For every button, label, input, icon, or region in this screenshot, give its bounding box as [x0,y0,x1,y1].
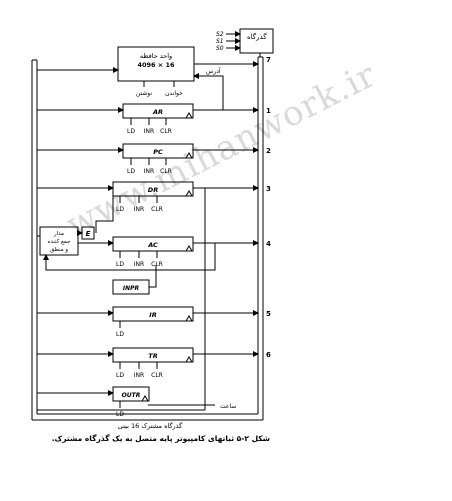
alu-line2: جمع کننده [48,238,71,245]
register-AR-clr: CLR [160,128,172,135]
register-TR-ld: LD [116,372,124,379]
register-INPR-name: INPR [123,285,140,292]
select-s2: S2 [216,31,224,38]
bus-number-DR: 3 [266,185,271,193]
select-s1: S1 [216,38,224,45]
alu-line1: مدار [53,231,64,237]
bus-number-PC: 2 [266,147,271,155]
bus-number-TR: 6 [266,351,271,359]
memory-size: 4096 × 16 [137,61,175,69]
bus-number-AC: 4 [266,240,271,248]
register-AC-clr: CLR [151,261,163,268]
register-DR-inr: INR [134,206,144,213]
memory-read: خواندن [165,90,183,97]
register-AR-name: AR [152,108,163,116]
bus-number-IR: 5 [266,310,271,318]
register-IR-name: IR [149,311,156,319]
register-AC-name: AC [147,241,158,249]
register-AR-inr: INR [144,128,154,135]
alu-line3: و منطق [50,247,68,253]
memory-address: آدرس [206,66,221,75]
clock-label: ساعت [220,403,236,410]
figure-caption: شکل ۲-۵ ثباتهای کامپیوتر پایه متصل به یک… [51,434,270,443]
register-PC-ld: LD [127,168,135,175]
register-TR-inr: INR [134,372,144,379]
bus-number-memory: 7 [266,56,271,64]
register-PC-inr: INR [144,168,154,175]
register-AC-ld: LD [116,261,124,268]
register-DR-clr: CLR [151,206,163,213]
register-DR-name: DR [148,186,158,194]
register-AC-inr: INR [134,261,144,268]
register-OUTR-name: OUTR [122,392,141,399]
memory-title: واحد حافظه [140,52,172,60]
register-TR-name: TR [148,352,157,360]
register-PC-name: PC [153,148,163,156]
register-OUTR-ld: LD [116,411,124,418]
alu-box [39,226,79,256]
bus-select-label: گذرگاه [247,32,267,41]
select-s0: S0 [216,45,224,52]
register-AC-box [112,236,194,252]
register-DR-ld: LD [116,206,124,213]
register-TR-clr: CLR [151,372,163,379]
memory-write: نوشتن [136,90,153,97]
e-flag-label: E [86,230,91,238]
register-IR-ld: LD [116,331,124,338]
register-AR-ld: LD [127,128,135,135]
common-bus-label: گذرگاه مشترک 16 بیتی [118,422,183,430]
register-PC-clr: CLR [160,168,172,175]
bus-number-AR: 1 [266,107,271,115]
